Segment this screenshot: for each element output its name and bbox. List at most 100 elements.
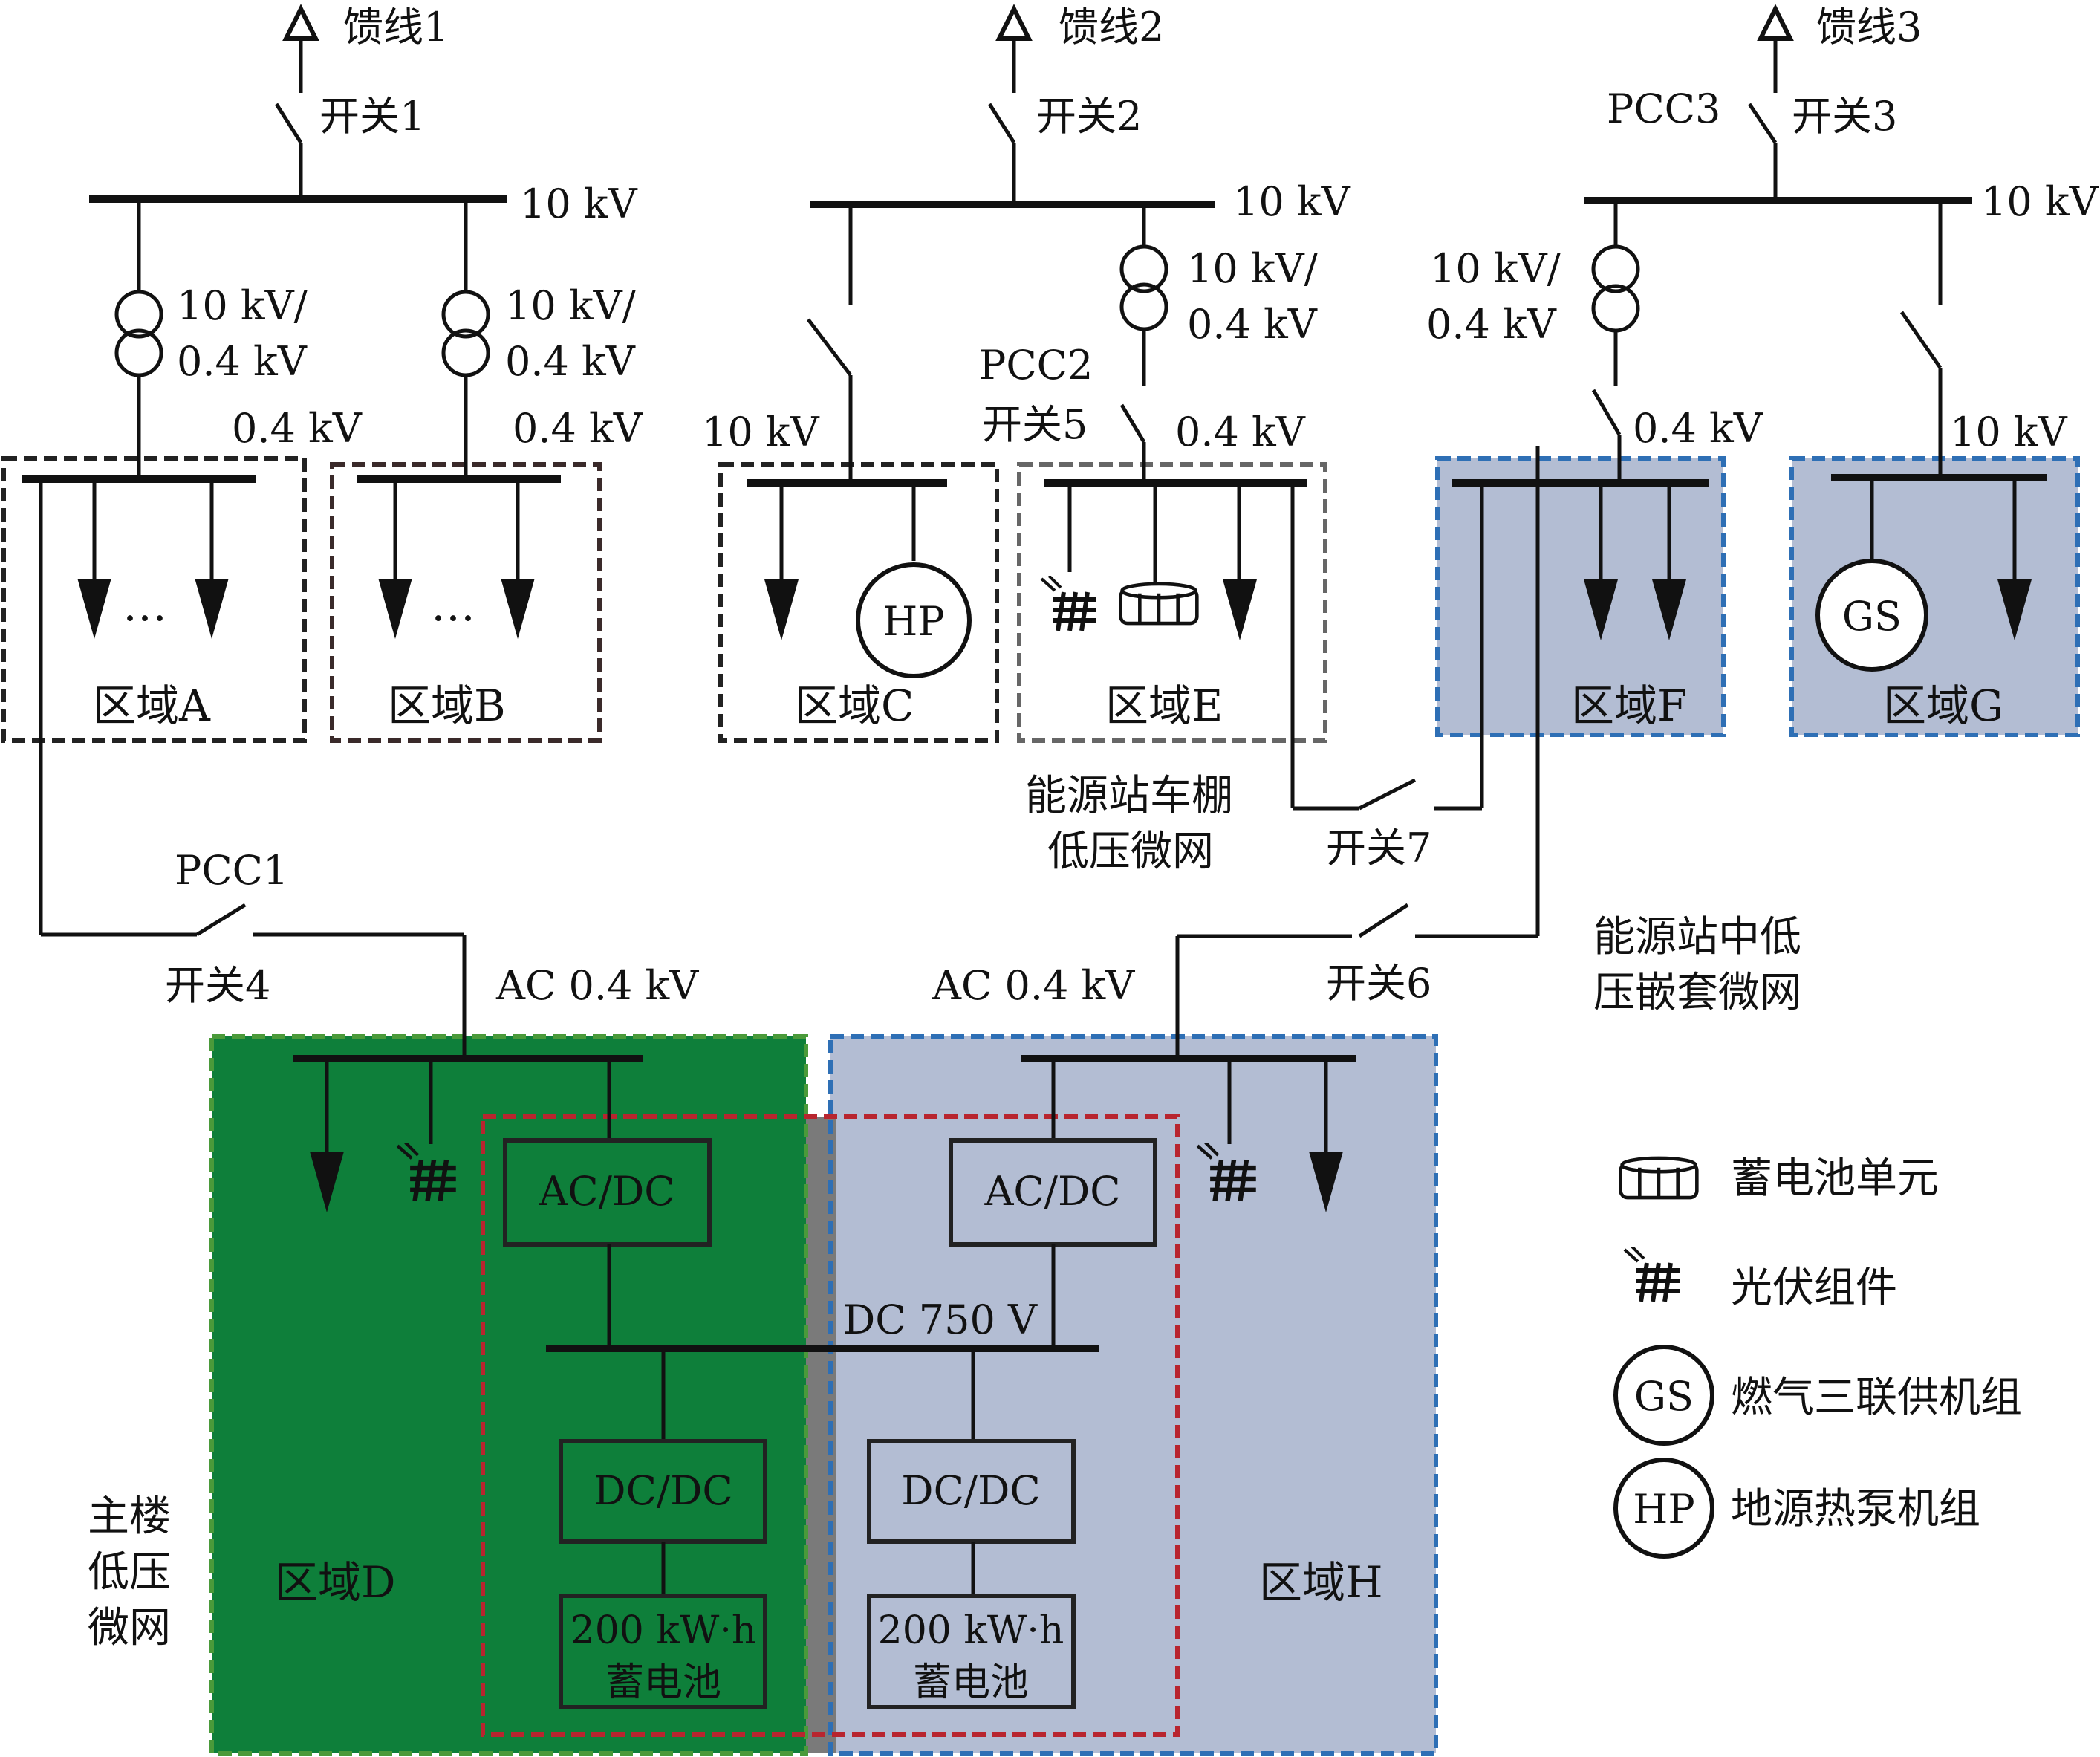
legend: 蓄电池单元 光伏组件 GS 燃气三联供机组 HP 地源热泵机组: [1613, 1154, 2022, 1559]
transformer-e-ratio-2: 0.4 kV: [1187, 301, 1318, 348]
transformer-b-ratio-1: 10 kV/: [505, 282, 637, 329]
zone-b-ellipsis: …: [431, 579, 475, 631]
battery-zone-e: [1121, 584, 1197, 623]
transformer-b-top: [441, 290, 490, 339]
switch-zone-c-blade: [807, 318, 852, 377]
zone-f-label: 区域F: [1571, 681, 1687, 731]
nested-microgrid-line1: 能源站中低: [1593, 913, 1801, 961]
zone-e-border: [1017, 462, 1327, 743]
battery-storage-h-label: 蓄电池: [913, 1660, 1029, 1705]
pv-zone-e: [1041, 576, 1096, 631]
battery-storage-d: [559, 1594, 767, 1709]
zone-b-label: 区域B: [388, 681, 506, 731]
transformer-b-ratio-2: 0.4 kV: [505, 338, 636, 385]
zone-h-border: [828, 1034, 1438, 1756]
zone-h-label: 区域H: [1259, 1557, 1383, 1608]
battery-storage-h-capacity: 200 kW·h: [878, 1608, 1064, 1653]
acdc-converter-h-label: AC/DC: [984, 1168, 1120, 1215]
carport-microgrid-line1: 能源站车棚: [1025, 772, 1233, 820]
pcc2-label: PCC2: [979, 342, 1093, 389]
transformer-e-ratio-1: 10 kV/: [1187, 245, 1319, 292]
bus-f-04kv-label: 0.4 kV: [1633, 405, 1763, 452]
acdc-converter-d: [503, 1138, 712, 1247]
bus-10kv-1-label: 10 kV: [520, 181, 638, 227]
switch-2-label: 开关2: [1036, 93, 1142, 140]
zone-g-border: [1789, 456, 2080, 737]
transformer-a-ratio-2: 0.4 kV: [177, 338, 308, 385]
transformer-f-ratio-1: 10 kV/: [1430, 245, 1561, 292]
main-microgrid-line3: 微网: [88, 1604, 171, 1652]
bus-10kv-2-label: 10 kV: [1233, 178, 1351, 225]
switch-f-blade: [1591, 389, 1622, 436]
main-microgrid-line2: 低压: [88, 1548, 171, 1597]
zone-d-label: 区域D: [275, 1557, 396, 1608]
load-a1: [77, 579, 111, 639]
load-b2: [501, 579, 535, 639]
carport-microgrid-line2: 低压微网: [1047, 828, 1214, 876]
switch-2-blade: [987, 103, 1016, 144]
switch-3-blade: [1747, 103, 1778, 144]
bus-e-04kv-label: 0.4 kV: [1175, 409, 1306, 455]
gs-icon: [1613, 1345, 1714, 1446]
switch-1-label: 开关1: [319, 93, 425, 140]
feeder-2-label: 馈线2: [1059, 4, 1164, 51]
dcdc-converter-d-label: DC/DC: [594, 1467, 732, 1514]
zone-c-label: 区域C: [795, 681, 914, 731]
feeder-2-arrow: [995, 4, 1033, 41]
nested-microgrid-line2: 压嵌套微网: [1593, 969, 1801, 1017]
pcc3-label: PCC3: [1607, 85, 1720, 132]
switch-5-label: 开关5: [982, 401, 1088, 448]
dcdc-converter-d: [559, 1439, 767, 1544]
switch-7-blade: [1358, 778, 1417, 811]
legend-pv-module-label: 光伏组件: [1731, 1264, 1897, 1312]
legend-battery-unit-label: 蓄电池单元: [1731, 1154, 1939, 1203]
hp-unit-symbol: HP: [882, 598, 944, 645]
zone-g-10kv-label: 10 kV: [1950, 409, 2068, 455]
feeder-1-label: 馈线1: [343, 4, 449, 51]
legend-gs-symbol: GS: [1634, 1373, 1694, 1420]
feeder-1-arrow: [282, 4, 319, 41]
zone-g-label: 区域G: [1883, 681, 2003, 731]
gs-unit-symbol: GS: [1842, 593, 1902, 640]
transformer-f-ratio-2: 0.4 kV: [1426, 301, 1557, 348]
switch-5-blade: [1119, 403, 1146, 444]
zone-d-border: [209, 1034, 808, 1756]
switch-4-blade: [195, 903, 247, 937]
load-b1: [378, 579, 412, 639]
acdc-converter-d-label: AC/DC: [538, 1168, 674, 1215]
acdc-converter-h: [949, 1138, 1157, 1247]
bus-a-04kv-label: 0.4 kV: [232, 405, 363, 452]
battery-unit-icon: [1621, 1158, 1697, 1198]
load-e1: [1223, 579, 1257, 640]
switch-3-label: 开关3: [1792, 93, 1897, 140]
bus-b-04kv-label: 0.4 kV: [513, 405, 643, 452]
legend-hp-symbol: HP: [1633, 1486, 1694, 1533]
battery-storage-d-label: 蓄电池: [605, 1660, 721, 1705]
zone-f-border: [1435, 456, 1726, 737]
dc-subgrid-border: [481, 1114, 1180, 1737]
gs-unit: [1815, 559, 1928, 672]
zone-a-ellipsis: …: [123, 579, 167, 631]
zone-c-10kv-label: 10 kV: [702, 409, 820, 455]
zone-d-ac-label: AC 0.4 kV: [495, 962, 699, 1009]
bus-dc-750v-label: DC 750 V: [843, 1296, 1038, 1343]
legend-gs-label: 燃气三联供机组: [1731, 1374, 2022, 1422]
transformer-f-top: [1591, 244, 1640, 293]
bus-10kv-3-label: 10 kV: [1981, 178, 2099, 225]
zone-c-border: [718, 462, 999, 743]
transformer-e-top: [1119, 244, 1168, 293]
load-a2: [195, 579, 229, 639]
switch-6-label: 开关6: [1326, 960, 1431, 1007]
zone-h-ac-label: AC 0.4 kV: [932, 962, 1135, 1009]
zone-e-label: 区域E: [1105, 681, 1223, 731]
zone-a-border: [1, 456, 307, 743]
legend-hp-label: 地源热泵机组: [1731, 1485, 1980, 1533]
hp-icon: [1613, 1458, 1714, 1559]
transformer-a-ratio-1: 10 kV/: [177, 282, 308, 329]
dcdc-converter-h-label: DC/DC: [901, 1467, 1040, 1514]
transformer-a-top: [114, 290, 163, 339]
main-microgrid-line1: 主楼: [88, 1493, 171, 1541]
switch-1-blade: [274, 103, 303, 144]
switch-7-label: 开关7: [1326, 825, 1431, 871]
